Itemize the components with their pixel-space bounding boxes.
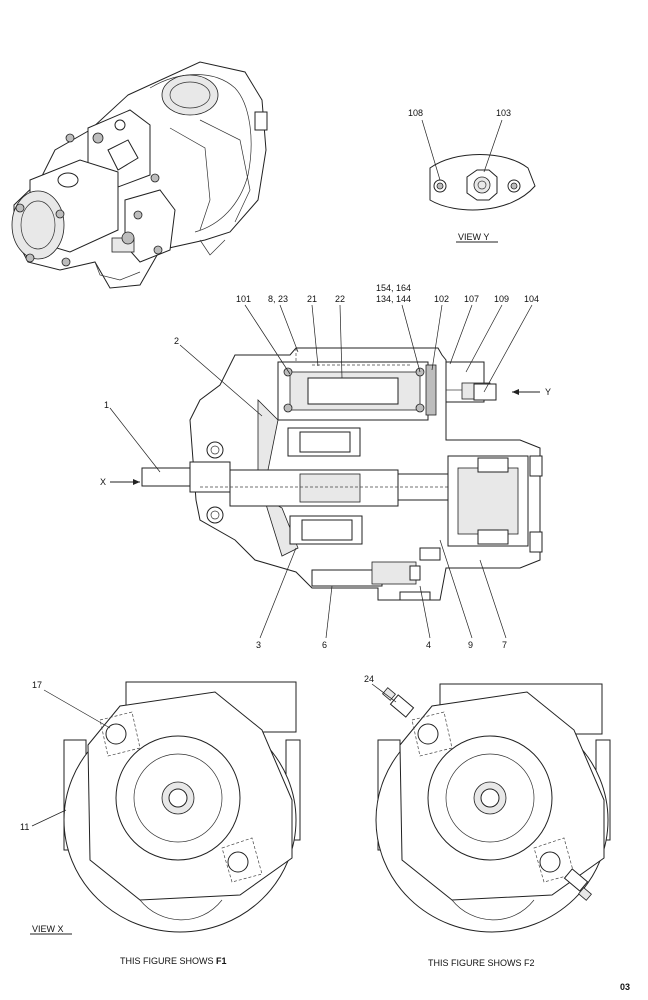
callout-9: 9 bbox=[468, 640, 473, 650]
callout-21: 21 bbox=[307, 294, 317, 304]
callout-24: 24 bbox=[364, 674, 374, 684]
callout-17: 17 bbox=[32, 680, 42, 690]
callout-103: 103 bbox=[496, 108, 511, 118]
arrow-y-label: Y bbox=[545, 387, 551, 397]
callout-109: 109 bbox=[494, 294, 509, 304]
view-x-f1: 17 11 VIEW X THIS FIGURE SHOWS F1 bbox=[20, 680, 301, 966]
callout-3: 3 bbox=[256, 640, 261, 650]
callout-101: 101 bbox=[236, 294, 251, 304]
page-number: 03 bbox=[620, 982, 630, 992]
section-view: 101 8, 23 21 22 154, 164 134, 144 102 10… bbox=[100, 283, 551, 650]
callout-7: 7 bbox=[502, 640, 507, 650]
callout-11: 11 bbox=[20, 822, 29, 832]
view-y: 108 103 VIEW Y bbox=[408, 108, 536, 243]
caption-f2: THIS FIGURE SHOWS F2 bbox=[428, 958, 535, 968]
callout-1: 1 bbox=[104, 400, 109, 410]
callout-6: 6 bbox=[322, 640, 327, 650]
callout-22: 22 bbox=[335, 294, 345, 304]
callout-134-144: 134, 144 bbox=[376, 294, 411, 304]
callout-108: 108 bbox=[408, 108, 423, 118]
callout-104: 104 bbox=[524, 294, 539, 304]
isometric-pump-view bbox=[11, 61, 268, 289]
view-x-title: VIEW X bbox=[32, 924, 64, 934]
view-x-f2: 24 THIS FIGURE SHOWS F2 bbox=[364, 674, 611, 968]
arrow-x-label: X bbox=[100, 477, 106, 487]
callout-2: 2 bbox=[174, 336, 179, 346]
callout-154-164: 154, 164 bbox=[376, 283, 411, 293]
callout-8-23: 8, 23 bbox=[268, 294, 288, 304]
caption-f1: THIS FIGURE SHOWS F1 bbox=[120, 956, 227, 966]
callout-102: 102 bbox=[434, 294, 449, 304]
callout-107: 107 bbox=[464, 294, 479, 304]
callout-4: 4 bbox=[426, 640, 431, 650]
view-y-title: VIEW Y bbox=[458, 232, 489, 242]
